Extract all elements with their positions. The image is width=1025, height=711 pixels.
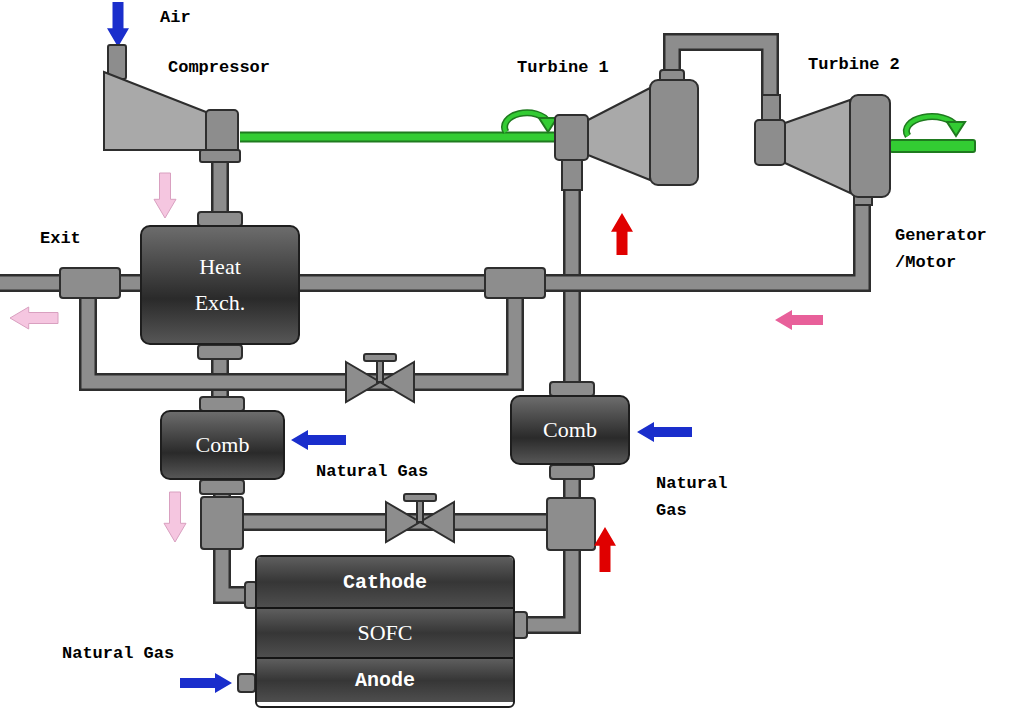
- rotation-head: [947, 122, 965, 136]
- compressor: Compressor: [100, 40, 240, 162]
- pipe-fitting: [200, 397, 244, 411]
- valve-symbol: [386, 494, 454, 542]
- pipe-fitting: [60, 268, 120, 298]
- combustor: Comb: [510, 395, 630, 465]
- callout-label: Natural Gas: [656, 470, 746, 524]
- pipe-fitting: [547, 498, 595, 550]
- combustor: Comb: [160, 410, 285, 480]
- pipe-fitting: [485, 268, 545, 298]
- flow-arrow: [637, 422, 692, 442]
- flow-arrow: [164, 492, 186, 542]
- turbine-cone: [785, 100, 850, 193]
- callout-label: Natural Gas: [62, 644, 174, 664]
- flow-arrow: [10, 307, 58, 329]
- flow-arrow: [611, 213, 633, 255]
- turbine-housing: [850, 95, 890, 197]
- valve-handle: [364, 354, 396, 361]
- machine-label: Turbine 1: [517, 58, 609, 78]
- pipe-outline: [300, 205, 862, 283]
- rotation-arc: [906, 117, 956, 136]
- pipe-fitting: [201, 497, 243, 549]
- machine-label: Compressor: [168, 58, 270, 78]
- valve-half: [386, 502, 420, 542]
- turbine-coupling: [555, 115, 588, 160]
- pipe-fitting: [198, 212, 242, 226]
- compressor-cone: [104, 72, 206, 150]
- flow-arrow: [775, 310, 823, 330]
- callout-label: Air: [160, 8, 191, 28]
- turbine: Turbine 1: [555, 80, 700, 190]
- pipe-fitting: [238, 674, 255, 692]
- valve-stem: [377, 360, 383, 382]
- turbine: Turbine 2: [755, 95, 890, 205]
- flow-arrow: [154, 173, 176, 218]
- pipe-body: [566, 190, 579, 395]
- flow-arrow: [594, 527, 616, 572]
- valve-half: [346, 362, 380, 402]
- stack-layer: Anode: [257, 657, 513, 702]
- turbine-inlet-stub: [762, 95, 780, 122]
- rotation-arc: [906, 117, 956, 136]
- turbine-housing: [650, 80, 698, 185]
- valve-half: [380, 362, 414, 402]
- pipe-outline: [563, 190, 581, 395]
- box-label: Comb: [196, 427, 250, 463]
- heat-exchanger: Heat Exch.: [140, 225, 300, 345]
- pipe: [300, 205, 862, 283]
- flow-arrow: [107, 2, 129, 47]
- rotation-arrow: [906, 117, 965, 136]
- box-label: Comb: [543, 412, 597, 448]
- box-label: Heat Exch.: [180, 249, 260, 321]
- layer-label: Cathode: [343, 571, 427, 594]
- shaft-outline: [240, 132, 555, 143]
- pipe-fitting: [550, 465, 594, 479]
- pipe-fitting: [550, 382, 594, 396]
- turbine2-shape: [755, 95, 890, 205]
- flow-arrow: [180, 673, 232, 693]
- compressor-collar: [200, 150, 240, 162]
- fuel-cell-stack: CathodeSOFC Anode: [255, 555, 515, 708]
- output-shaft: [890, 140, 975, 152]
- callout-label: Generator /Motor: [895, 222, 1020, 276]
- valve-symbol: [346, 354, 414, 402]
- flow-arrow: [291, 430, 346, 450]
- pipe-body: [300, 205, 862, 283]
- pipe-fitting: [198, 345, 242, 359]
- pipe: [572, 190, 573, 395]
- callout-label: Exit: [40, 229, 81, 249]
- turbine-cone: [588, 88, 650, 180]
- layer-label: Anode: [355, 669, 415, 692]
- rotation-arrow: [505, 113, 557, 132]
- layer-label: SOFC: [357, 620, 412, 646]
- machine-label: Turbine 2: [808, 55, 900, 75]
- pipe-fitting: [200, 480, 244, 494]
- valve-half: [420, 502, 454, 542]
- stack-layer: SOFC: [257, 607, 513, 657]
- callout-label: Natural Gas: [316, 462, 428, 482]
- valve-stem: [417, 500, 423, 522]
- pipe-fitting: [513, 612, 527, 638]
- turbine1-shape: [555, 80, 700, 190]
- turbine-coupling: [755, 120, 785, 165]
- shaft-body: [240, 134, 555, 141]
- shaft: [240, 137, 555, 138]
- stack-layer: Cathode: [257, 557, 513, 607]
- valve-handle: [404, 494, 436, 501]
